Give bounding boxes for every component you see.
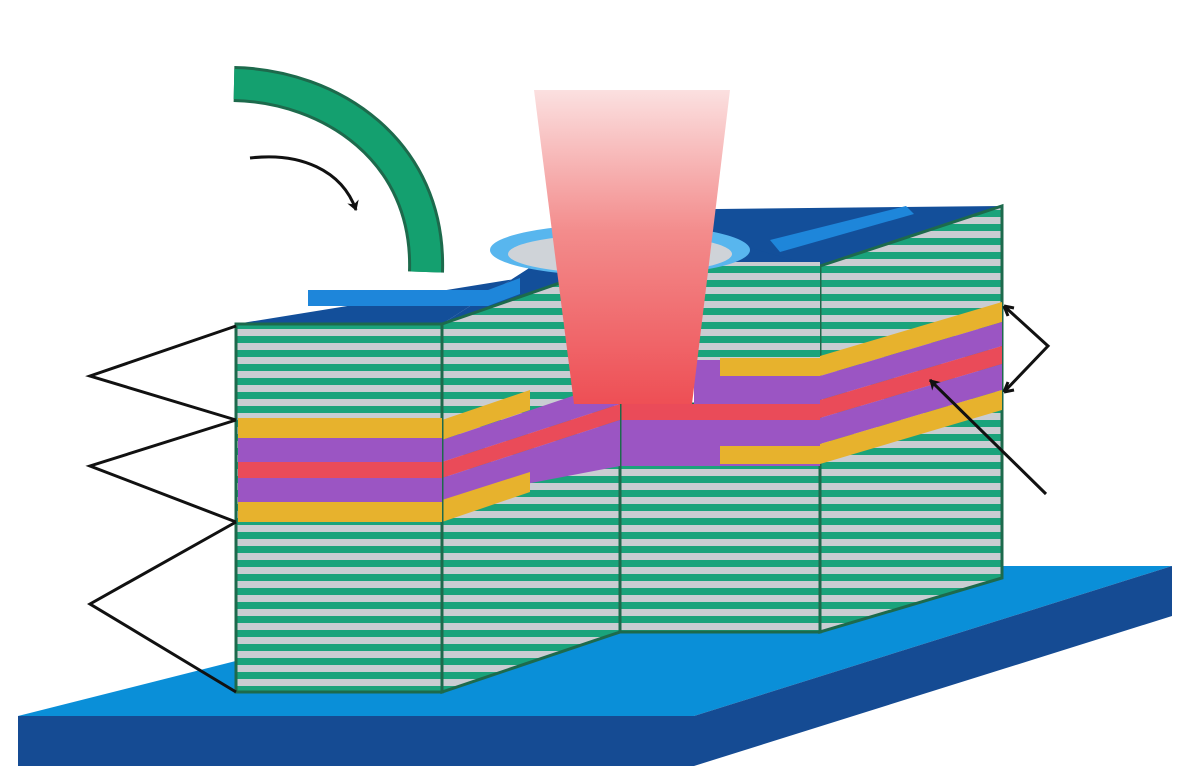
curved-arrow-icon [249,155,359,211]
right-oxide-upper [720,358,820,376]
top-contact-left [308,278,520,306]
right-side-oxide-lower [820,390,1002,464]
left-side-active [442,404,620,478]
top-contact-right [770,206,914,252]
left-side-oxide-upper [442,390,530,440]
right-side-active [820,346,1002,418]
substrate-side [694,566,1172,766]
right-oxide-lower [720,446,820,464]
leader-lines-left [85,324,237,694]
right-side-spacer-upper [820,322,1002,400]
right-active [620,404,820,420]
right-side-spacer-lower [820,364,1002,444]
left-spacer-upper [238,438,442,462]
left-oxide-upper [238,418,442,438]
pointer-arrow-icon [928,378,1048,496]
right-side-oxide-upper [820,302,1002,376]
left-mesa-front [234,322,444,694]
right-mesa-block [618,203,1004,635]
laser-beam [534,90,730,404]
left-oxide-lower [238,502,442,522]
left-side-oxide-lower [442,472,530,522]
left-side-spacer-lower [442,420,620,500]
left-active [238,462,442,478]
substrate-front [18,716,694,766]
leader-lines-right [1002,304,1051,394]
left-spacer-lower [238,478,442,502]
